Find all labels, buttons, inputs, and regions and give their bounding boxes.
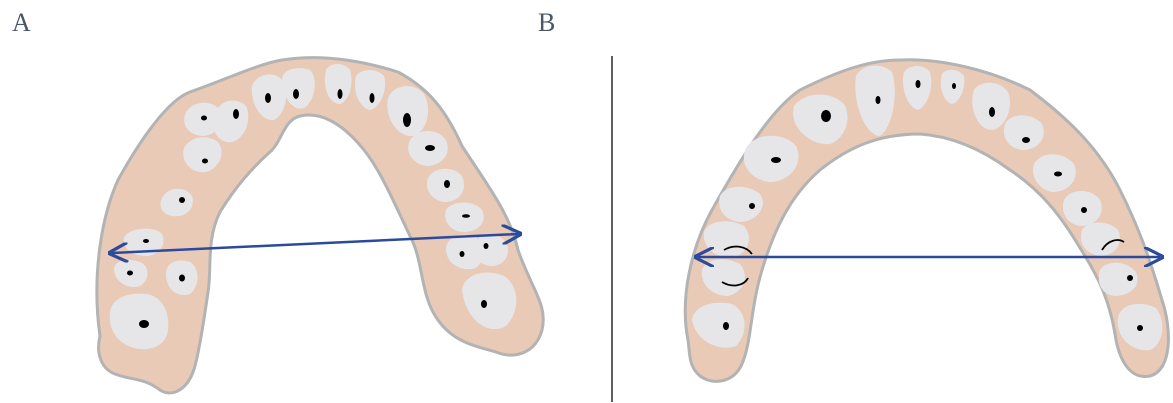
dental-arch-b <box>685 60 1168 382</box>
pulp-a-c2 <box>338 89 343 99</box>
pulp-a-c1 <box>293 89 299 99</box>
pulp-b-r1 <box>989 107 995 117</box>
pulp-a-r3 <box>444 180 450 188</box>
pulp-a-l1 <box>139 320 149 328</box>
pulp-b-c1 <box>876 96 881 104</box>
pulp-a-l4 <box>143 239 149 243</box>
pulp-b-c3 <box>952 83 956 89</box>
pulp-a-r4 <box>462 214 470 218</box>
pulp-a-l7 <box>201 116 207 121</box>
pulp-b-r2 <box>1022 137 1030 143</box>
pulp-b-c2 <box>916 80 921 88</box>
pulp-a-r6 <box>484 243 489 249</box>
dental-arch-a <box>97 58 543 393</box>
pulp-a-r7 <box>481 300 487 308</box>
pulp-b-l6 <box>821 110 831 122</box>
pulp-b-l5 <box>771 157 781 163</box>
tooth-a-r6 <box>475 235 508 267</box>
pulp-a-r1 <box>403 113 411 127</box>
pulp-b-l4 <box>749 203 755 209</box>
pulp-a-l2 <box>127 271 133 276</box>
pulp-a-l9 <box>265 93 271 103</box>
pulp-a-l5 <box>179 197 185 203</box>
pulp-a-r2 <box>425 145 435 151</box>
pulp-b-r7 <box>1137 325 1143 331</box>
pulp-a-l3 <box>179 275 185 282</box>
pulp-b-l1 <box>723 322 729 330</box>
pulp-a-c3 <box>370 93 375 103</box>
pulp-a-r5 <box>460 251 465 257</box>
pulp-b-r6 <box>1127 275 1133 281</box>
pulp-b-r4 <box>1081 207 1087 213</box>
pulp-a-l8 <box>233 109 239 119</box>
pulp-b-r3 <box>1054 172 1062 177</box>
pulp-a-l6 <box>202 159 208 164</box>
